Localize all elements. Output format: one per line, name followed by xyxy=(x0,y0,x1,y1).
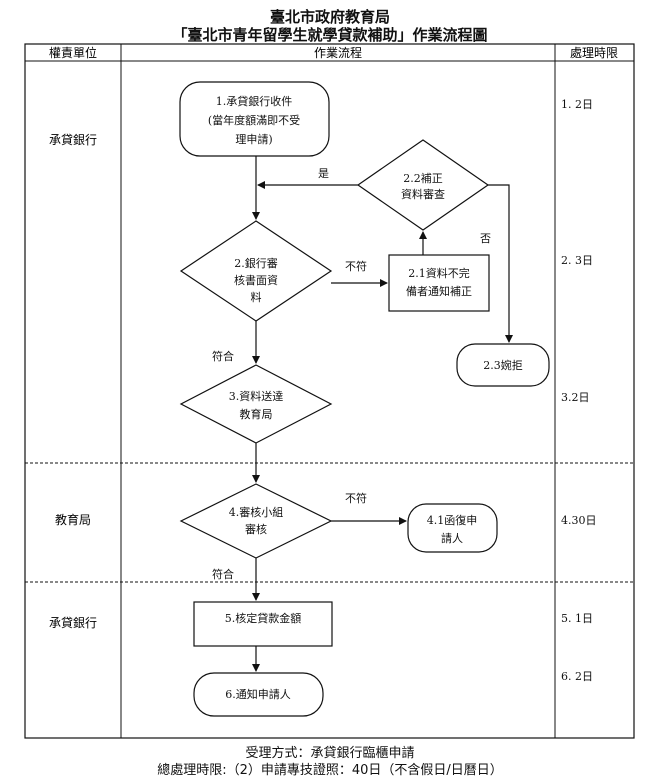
node-4-1-text-a: 4.1函復申 xyxy=(427,514,478,527)
time-limit-6: 6. 2日 xyxy=(561,670,593,683)
page-subtitle: 「臺北市青年留學生就學貸款補助」作業流程圖 xyxy=(172,26,488,44)
node-2-bank-review-diamond xyxy=(179,220,333,322)
unit-label-bank-top: 承貸銀行 xyxy=(49,132,97,147)
footer-total-time: 總處理時限:（2）申請專技證照：40日（不含假日/日曆日） xyxy=(157,763,503,778)
node-2-text-b: 核書面資 xyxy=(234,273,278,287)
node-4-1-text-b: 請人 xyxy=(441,531,463,545)
time-limit-1: 1. 2日 xyxy=(561,98,593,111)
node-4-text-b: 審核 xyxy=(245,522,267,536)
node-1-receive xyxy=(179,81,330,157)
footer-method: 受理方式：承貸銀行臨櫃申請 xyxy=(245,746,415,761)
node-3-text-b: 教育局 xyxy=(240,407,273,421)
column-header-flow: 作業流程 xyxy=(314,45,362,60)
node-6-text: 6.通知申請人 xyxy=(225,687,291,701)
node-2-2-review-diamond xyxy=(356,139,490,231)
node-1-text-c: 理申請) xyxy=(235,132,272,146)
node-6-notify xyxy=(193,672,324,717)
node-4-committee-diamond xyxy=(179,483,333,559)
column-header-unit: 權責單位 xyxy=(49,45,97,60)
node-2-2-text-a: 2.2補正 xyxy=(403,172,443,185)
unit-label-education-bureau: 教育局 xyxy=(55,512,91,527)
edge-label-mismatch-1: 不符 xyxy=(345,260,367,273)
node-4-text-a: 4.審核小組 xyxy=(229,505,284,519)
column-header-time: 處理時限 xyxy=(570,46,618,60)
table-frame xyxy=(24,43,635,739)
node-2-3-text: 2.3婉拒 xyxy=(483,358,523,372)
time-limit-3: 3.2日 xyxy=(561,391,590,404)
node-1-text-a: 1.承貸銀行收件 xyxy=(216,94,293,108)
node-2-1-text-b: 備者通知補正 xyxy=(406,284,472,298)
edge-label-mismatch-2: 不符 xyxy=(345,492,367,505)
node-1-text-b: (當年度額滿即不受 xyxy=(208,113,300,127)
unit-label-bank-bottom: 承貸銀行 xyxy=(49,615,97,630)
node-2-1-notify-box xyxy=(388,254,490,312)
node-2-text-a: 2.銀行審 xyxy=(234,256,278,270)
node-3-text-a: 3.資料送達 xyxy=(229,389,284,403)
edge-label-match-2: 符合 xyxy=(212,567,234,581)
node-5-text: 5.核定貸款金額 xyxy=(225,611,302,625)
node-5-amount-box xyxy=(193,601,333,647)
node-2-1-text-a: 2.1資料不完 xyxy=(408,266,470,280)
time-limit-2: 2. 3日 xyxy=(561,254,593,267)
edge-label-yes: 是 xyxy=(318,167,329,180)
page-title: 臺北市政府教育局 xyxy=(269,8,390,26)
edge-label-no: 否 xyxy=(480,232,491,245)
edge-label-match-1: 符合 xyxy=(212,349,234,363)
node-3-send-diamond xyxy=(179,364,333,444)
node-4-1-reply xyxy=(407,503,498,553)
node-2-2-text-b: 資料審查 xyxy=(401,187,445,201)
time-limit-5: 5. 1日 xyxy=(561,612,593,625)
time-limit-4: 4.30日 xyxy=(561,514,597,527)
edge-no-to-decline xyxy=(488,184,513,343)
node-2-3-decline xyxy=(456,343,550,387)
node-2-text-c: 料 xyxy=(251,290,262,304)
